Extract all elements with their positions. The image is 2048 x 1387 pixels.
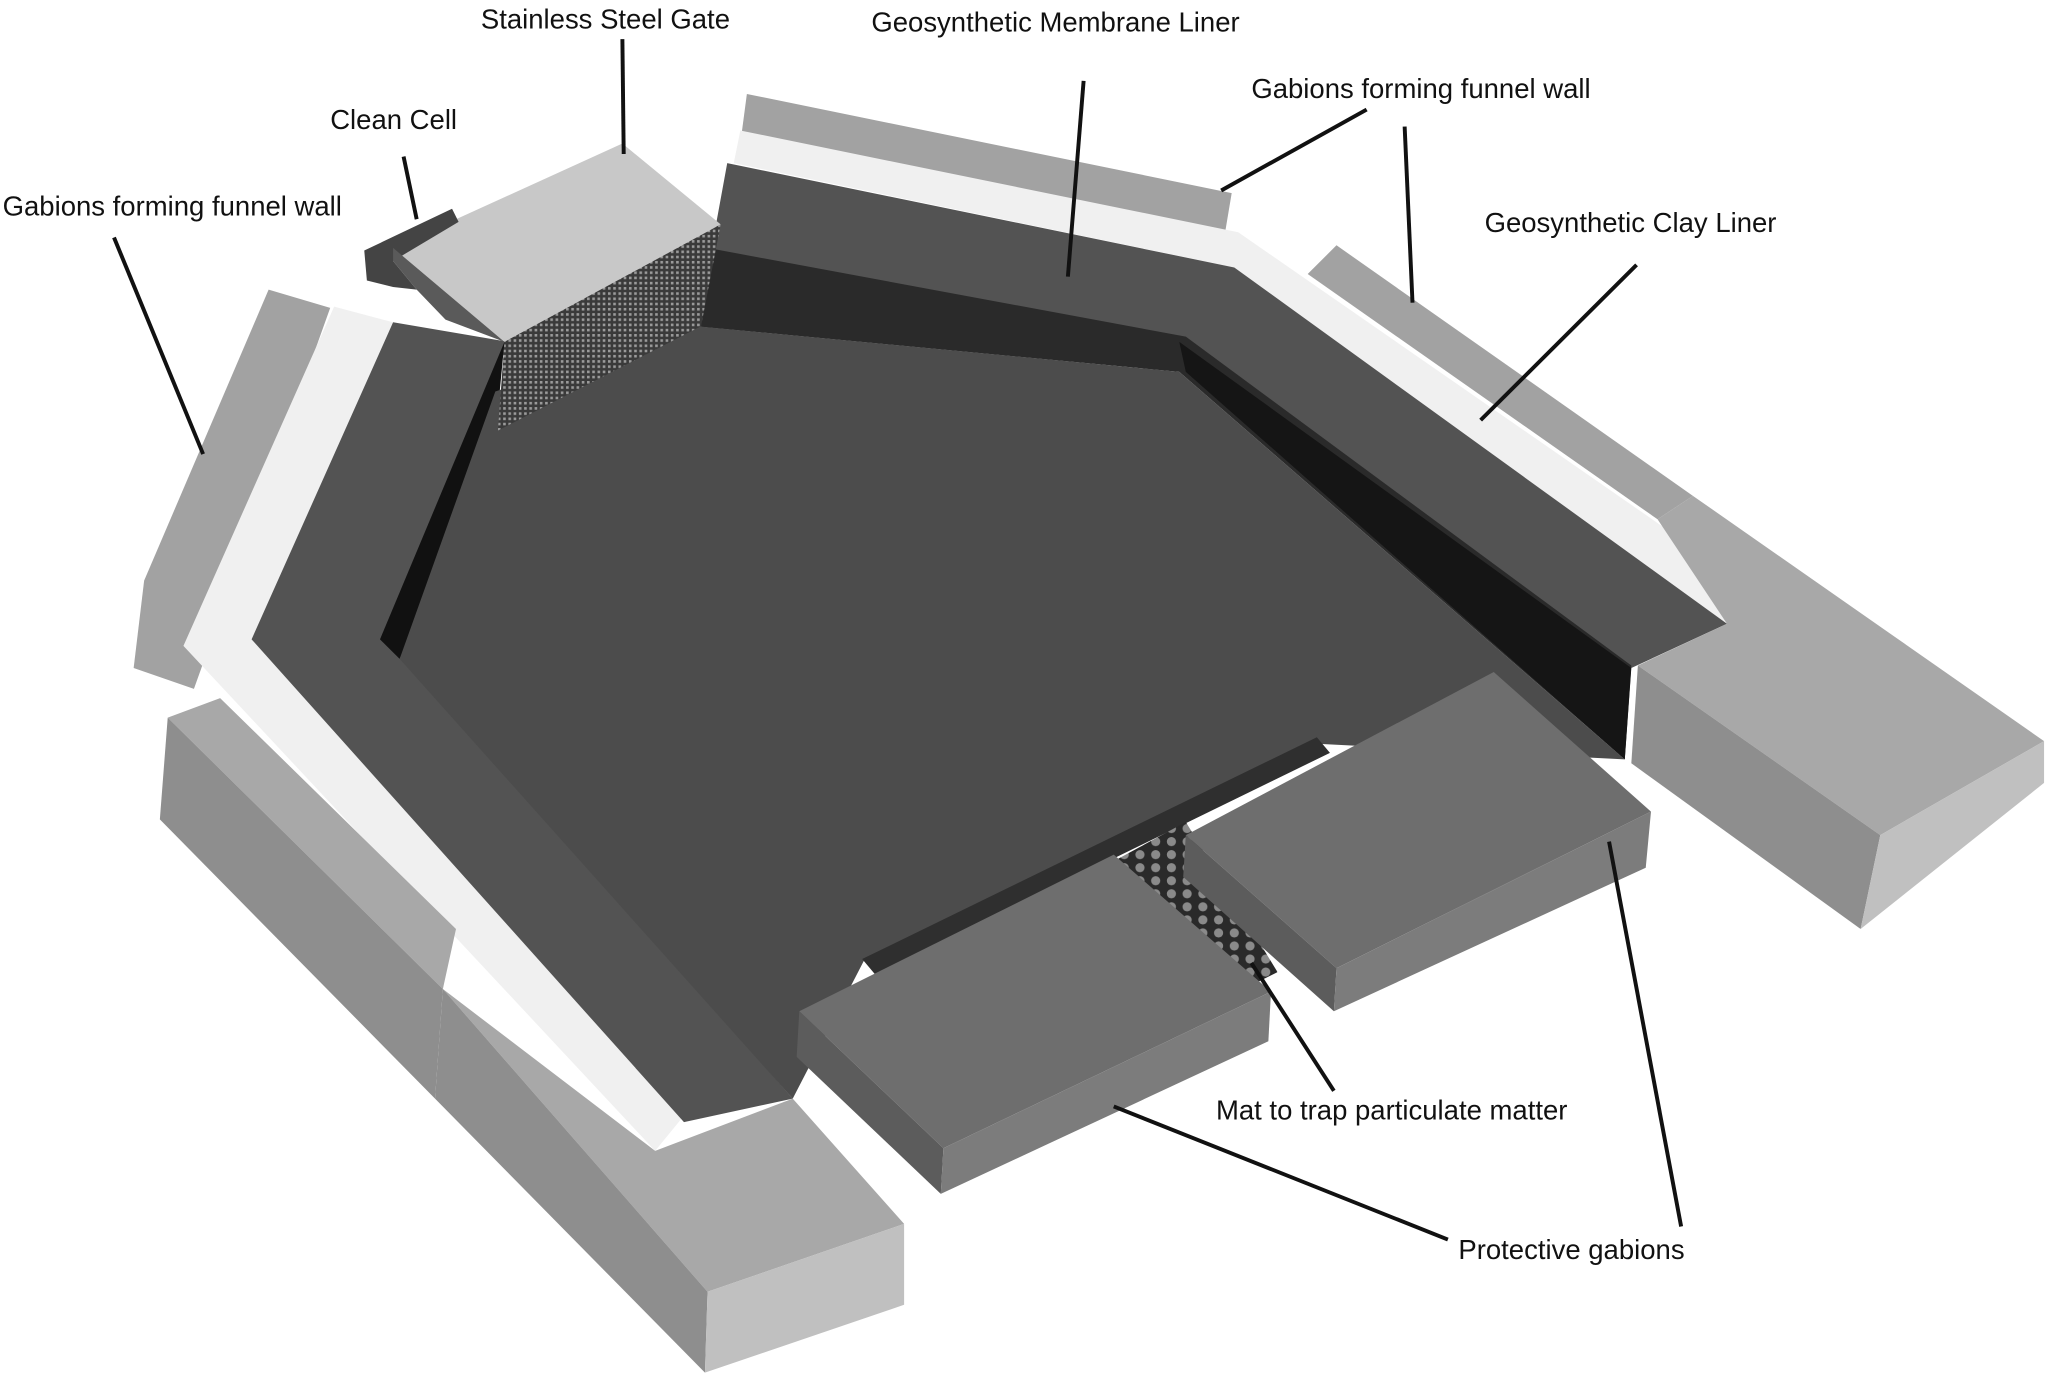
gabion-wall-right-back [1307, 245, 1693, 520]
particulate-mat [862, 737, 1330, 986]
label-mat: Mat to trap particulate matter [1216, 1095, 1567, 1126]
label-geosynthetic-clay-liner: Geosynthetic Clay Liner [1485, 207, 1777, 238]
gabion-wall-left-back [133, 289, 331, 689]
protective-gabion-left [796, 854, 1271, 1194]
protective-gabion-right [1183, 671, 1651, 1012]
gabion-front-left-1 [159, 698, 456, 1099]
gabion-front-left-2 [435, 989, 905, 1373]
geosynthetic-membrane-liner [251, 163, 1727, 1123]
label-geosynthetic-membrane-liner: Geosynthetic Membrane Liner [871, 6, 1239, 37]
leader-lines [112, 39, 1684, 1242]
label-gabions-funnel-wall-right: Gabions forming funnel wall [1251, 73, 1590, 104]
geosynthetic-clay-liner [183, 130, 1769, 1151]
label-stainless-steel-gate: Stainless Steel Gate [481, 4, 730, 35]
label-protective-gabions: Protective gabions [1458, 1234, 1684, 1265]
inner-wall [379, 247, 1632, 760]
stainless-steel-gate [393, 143, 721, 431]
gabion-front-right [1631, 495, 2045, 930]
cell-floor [399, 326, 1625, 1099]
label-gabions-funnel-wall-left: Gabions forming funnel wall [3, 190, 342, 221]
label-clean-cell: Clean Cell [330, 104, 457, 135]
gabion-wall-top [740, 93, 1232, 233]
